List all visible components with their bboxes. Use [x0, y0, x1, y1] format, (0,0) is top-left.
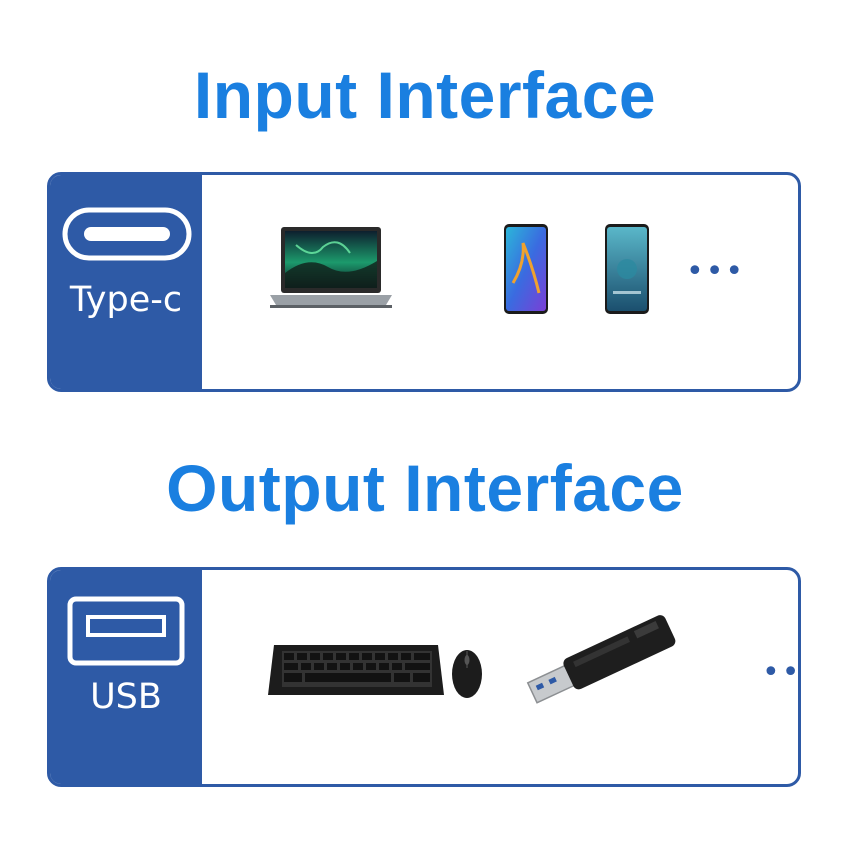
output-interface-heading: Output Interface	[166, 451, 684, 525]
output-devices: •••	[202, 570, 798, 784]
input-interface-heading: Input Interface	[193, 58, 657, 132]
smartphone-icon	[504, 224, 548, 314]
more-output-devices-indicator: •••	[762, 655, 801, 690]
laptop-icon	[270, 227, 392, 308]
input-devices: •••	[202, 175, 798, 389]
mouse-icon	[452, 650, 482, 698]
input-interface-panel: Type-c	[47, 172, 801, 392]
type-c-port-tab: Type-c	[50, 175, 202, 389]
usb-flash-drive-icon	[526, 615, 676, 704]
port-label-usb: USB	[90, 677, 162, 717]
smartphone-icon	[605, 224, 649, 314]
usb-port-tab: USB	[50, 570, 202, 784]
more-input-devices-indicator: •••	[686, 254, 746, 289]
output-interface-panel: USB	[47, 567, 801, 787]
usb-c-port-icon	[62, 207, 192, 261]
usb-a-port-icon	[67, 596, 185, 666]
port-label-type-c: Type-c	[69, 280, 183, 320]
keyboard-icon	[268, 645, 444, 695]
